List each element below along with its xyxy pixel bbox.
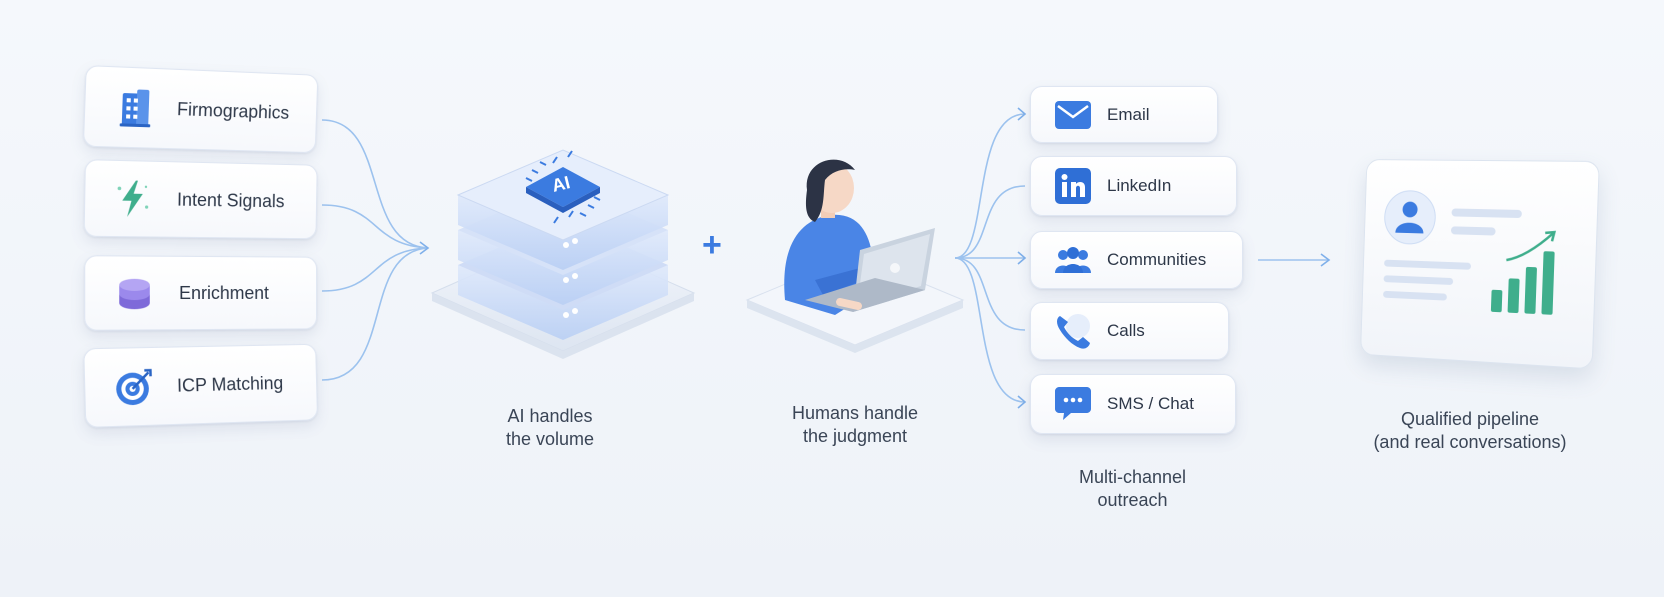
channel-card-sms-chat: SMS / Chat <box>1030 374 1236 434</box>
human-caption-line1: Humans handle <box>791 403 919 423</box>
database-icon <box>114 273 155 314</box>
lightning-icon <box>112 178 153 219</box>
result-caption-line1: Qualified pipeline <box>1400 409 1540 429</box>
input-card-icp-matching: ICP Matching <box>83 343 318 428</box>
target-icon <box>114 366 156 408</box>
result-caption-line2: (and real conversations) <box>1373 432 1567 452</box>
input-label-firmographics: Firmographics <box>176 98 290 123</box>
channel-label-communities: Communities <box>1107 250 1207 269</box>
human-caption-line2: the judgment <box>802 426 908 446</box>
input-label-enrichment: Enrichment <box>179 282 269 303</box>
human-caption: Humans handle the judgment <box>755 402 955 448</box>
input-card-intent-signals: Intent Signals <box>83 159 318 240</box>
pipeline-dashboard-card <box>1360 159 1600 370</box>
input-label-icp-matching: ICP Matching <box>176 372 284 396</box>
linkedin-icon <box>1053 166 1093 206</box>
plus-sign: + <box>702 226 722 264</box>
people-icon <box>1053 240 1093 280</box>
channel-label-calls: Calls <box>1107 321 1145 340</box>
chat-icon <box>1053 384 1093 424</box>
channels-caption-line1: Multi-channel <box>1078 467 1187 487</box>
ai-server-stack <box>430 149 696 359</box>
ai-chip-icon <box>525 150 601 224</box>
building-icon <box>113 87 155 129</box>
pipeline-dashboard-graphic <box>1361 160 1599 315</box>
bar-growth-icon <box>1490 230 1556 315</box>
input-card-enrichment: Enrichment <box>84 255 318 331</box>
ai-caption-line2: the volume <box>505 429 595 449</box>
channel-label-linkedin: LinkedIn <box>1107 176 1172 195</box>
mail-icon <box>1053 95 1093 135</box>
channel-card-email: Email <box>1030 86 1218 143</box>
human-laptop-illustration <box>745 159 965 353</box>
channels-caption-line2: outreach <box>1097 490 1168 510</box>
ai-caption-line1: AI handles <box>507 406 593 426</box>
channel-card-calls: Calls <box>1030 302 1229 360</box>
phone-icon <box>1053 311 1093 351</box>
result-caption: Qualified pipeline (and real conversatio… <box>1360 408 1580 454</box>
input-label-intent-signals: Intent Signals <box>176 188 285 211</box>
channel-card-communities: Communities <box>1030 231 1243 289</box>
channels-caption: Multi-channel outreach <box>1035 466 1230 512</box>
ai-caption: AI handles the volume <box>460 405 640 451</box>
channel-card-linkedin: LinkedIn <box>1030 156 1237 216</box>
channel-label-email: Email <box>1107 104 1150 124</box>
channel-label-sms-chat: SMS / Chat <box>1107 394 1194 413</box>
input-card-firmographics: Firmographics <box>82 65 319 154</box>
